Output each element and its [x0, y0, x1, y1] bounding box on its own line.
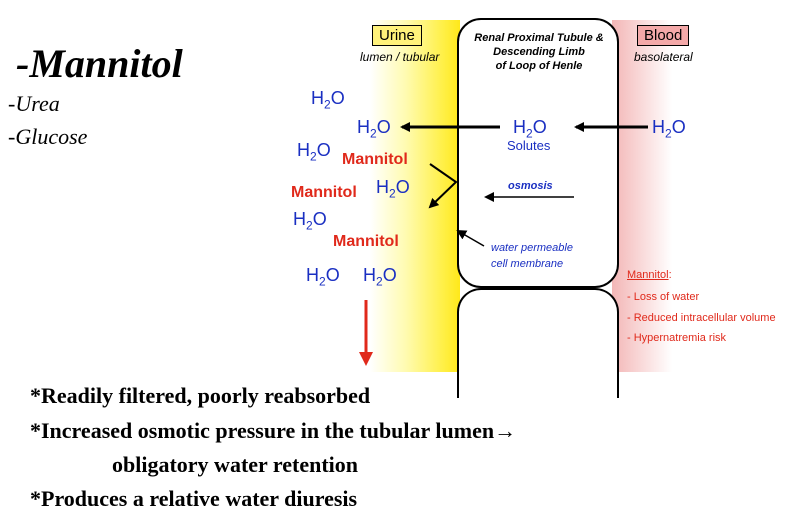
h2o-molecule: H2O — [363, 265, 397, 289]
blood-label: Blood — [637, 25, 690, 46]
blood-basolateral-region — [612, 20, 672, 372]
bullet-osmotic-pressure: *Increased osmotic pressure in the tubul… — [30, 418, 517, 443]
h2o-molecule-blood: H2O — [652, 117, 686, 141]
mannitol-entry-arrow — [428, 163, 458, 209]
bullet-diuresis: *Produces a relative water diuresis — [30, 486, 358, 511]
h2o-molecule-cell: H2O — [513, 117, 547, 141]
h2o-molecule: H2O — [297, 140, 331, 164]
urine-sublabel: lumen / tubular — [360, 50, 440, 64]
mannitol-effects-heading: Mannitol: — [627, 269, 672, 281]
h2o-molecule: H2O — [306, 265, 340, 289]
h2o-molecule: H2O — [311, 88, 345, 112]
effect-loss-of-water: - Loss of water — [627, 291, 700, 303]
urine-label: Urine — [372, 25, 422, 46]
tubule-cell-bottom — [457, 288, 619, 398]
urea-item: -Urea — [8, 91, 60, 116]
cell-title-line-3: of Loop of Henle — [495, 60, 583, 72]
cell-title-line-2: Descending Limb — [493, 46, 585, 58]
bullet-water-retention: obligatory water retention — [112, 452, 359, 477]
urine-lumen-region — [370, 20, 460, 372]
membrane-label-line-1: water permeable — [491, 242, 573, 254]
tubule-cell-top — [457, 18, 619, 288]
glucose-item: -Glucose — [8, 124, 88, 149]
mannitol-molecule: Mannitol — [291, 184, 357, 201]
h2o-molecule: H2O — [357, 117, 391, 141]
mannitol-molecule: Mannitol — [342, 151, 408, 168]
bullet-filtered: *Readily filtered, poorly reabsorbed — [30, 383, 371, 408]
cell-title-line-1: Renal Proximal Tubule & — [474, 32, 604, 44]
blood-sublabel: basolateral — [634, 50, 693, 64]
membrane-label-line-2: cell membrane — [491, 258, 564, 270]
effect-hypernatremia: - Hypernatremia risk — [627, 332, 727, 344]
mannitol-molecule: Mannitol — [333, 233, 399, 250]
osmosis-label: osmosis — [508, 180, 553, 192]
membrane-pointer-arrow — [456, 230, 485, 247]
solutes-label: Solutes — [507, 138, 551, 153]
h2o-molecule: H2O — [293, 209, 327, 233]
h2o-molecule: H2O — [376, 177, 410, 201]
mannitol-title: -Mannitol — [16, 41, 183, 86]
effect-reduced-volume: - Reduced intracellular volume — [627, 312, 776, 324]
